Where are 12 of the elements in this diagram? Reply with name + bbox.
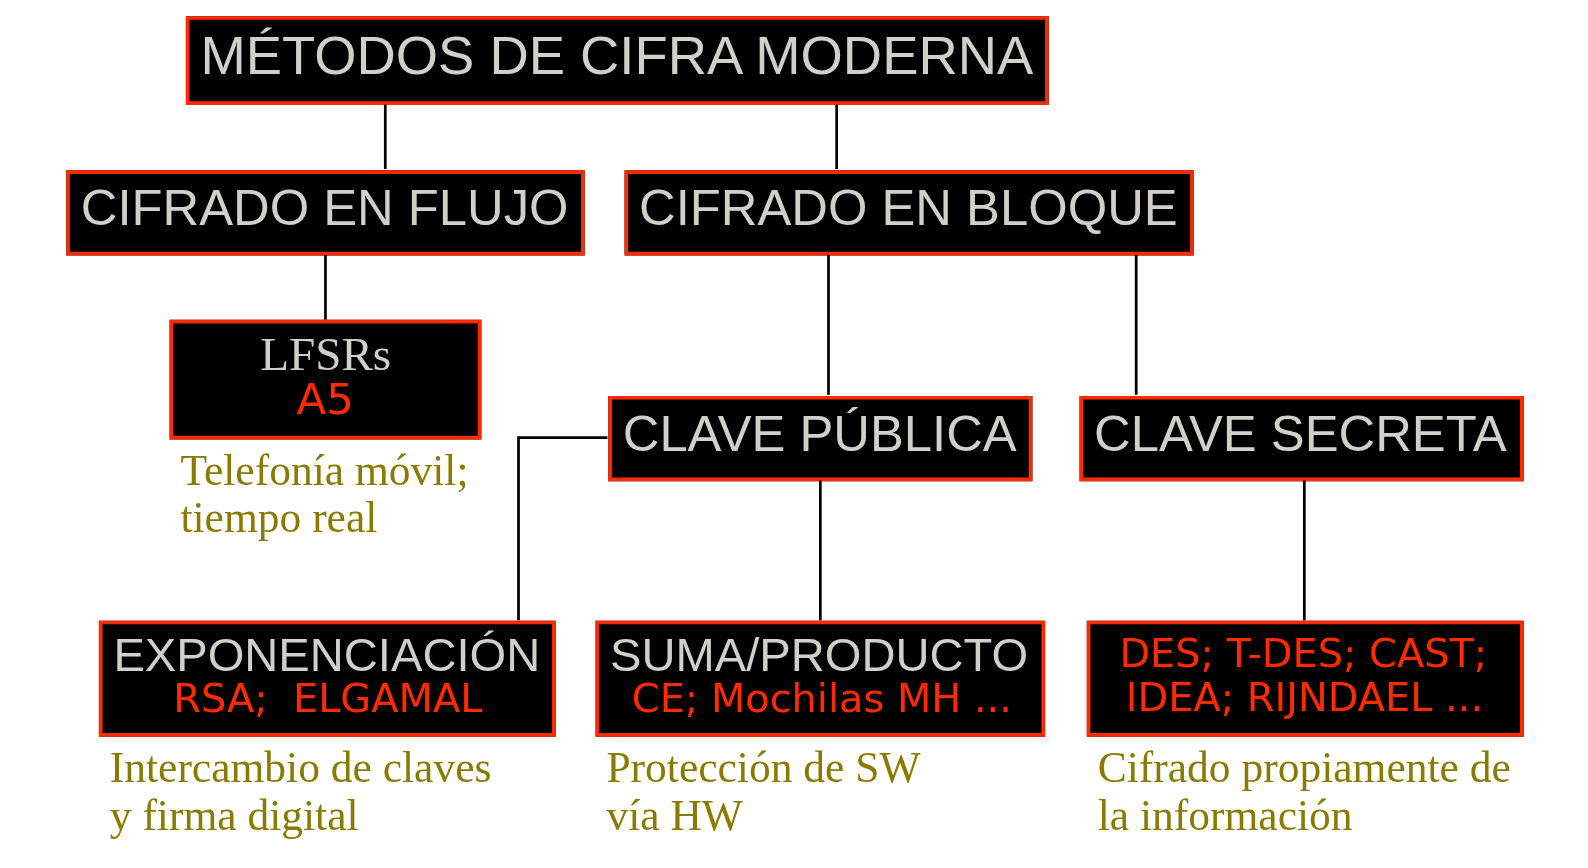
connector xyxy=(323,254,327,320)
connector xyxy=(826,254,830,395)
node-label: Intercambio de claves y firma digital xyxy=(109,743,491,839)
connector xyxy=(834,104,838,169)
connector xyxy=(818,480,822,621)
connector xyxy=(1302,480,1306,621)
connector xyxy=(516,436,607,621)
node-label: Protección de SW vía HW xyxy=(605,743,921,839)
node-label: Cifrado propiamente de la información xyxy=(1097,743,1511,839)
connector xyxy=(383,104,387,169)
node-label: Telefonía móvil; tiempo real xyxy=(179,446,469,542)
connector xyxy=(1134,254,1138,395)
